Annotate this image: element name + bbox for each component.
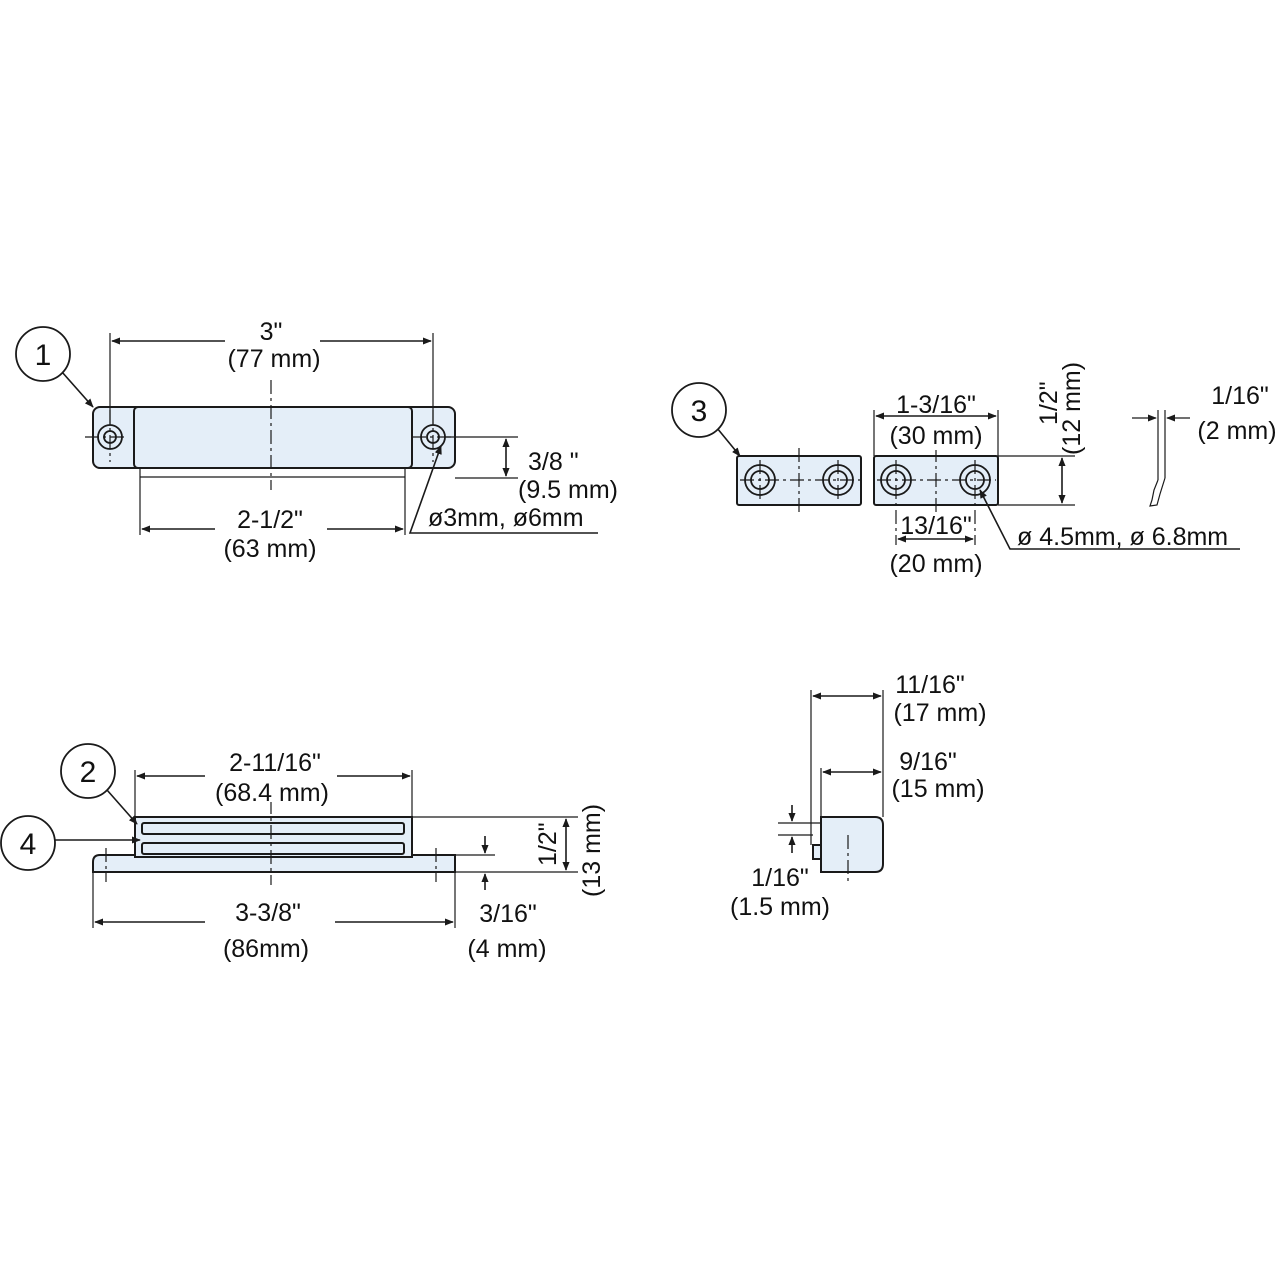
part-1-overall-mm: (77 mm)	[227, 345, 320, 373]
part-3-length-mm: (30 mm)	[889, 422, 982, 450]
callout-3-label: 3	[691, 395, 708, 428]
part-4-slot-top	[141, 822, 405, 835]
callouts: 1 3 2 4	[0, 326, 741, 871]
callout-1-label: 1	[35, 339, 52, 372]
part-2-top-length-mm: (68.4 mm)	[215, 779, 329, 807]
part-2-base-length-in: 3-3/8"	[235, 899, 301, 927]
side-body-mm: (15 mm)	[891, 775, 984, 803]
leader-part-1-hole	[408, 445, 598, 534]
part-3-thickness-mm: (2 mm)	[1197, 417, 1276, 445]
part-1-spacing-in: 2-1/2"	[237, 506, 303, 534]
side-lip-in: 1/16"	[751, 864, 809, 892]
part-1-hole-diameter: ø3mm, ø6mm	[428, 504, 584, 532]
part-1-body	[133, 406, 413, 469]
part-3-spacing-mm: (20 mm)	[889, 550, 982, 578]
callout-4-label: 4	[20, 828, 37, 861]
part-3-spacing-in: 13/16"	[900, 512, 971, 540]
callout-2	[60, 743, 116, 799]
part-3-height-in: 1/2"	[1035, 381, 1063, 425]
part-3-height-mm: (12 mm)	[1058, 362, 1086, 455]
side-depth-mm: (17 mm)	[893, 699, 986, 727]
side-view: 11/16" (17 mm) 9/16" (15 mm) 1/16" (1.5 …	[730, 671, 987, 921]
part-2-base	[92, 854, 456, 873]
part-3-length-in: 1-3/16"	[896, 391, 976, 419]
side-lip-mm: (1.5 mm)	[730, 893, 830, 921]
part-1-spacing-mm: (63 mm)	[223, 535, 316, 563]
part-1-overall-in: 3"	[260, 318, 283, 346]
callout-4	[0, 815, 56, 871]
callout-3	[671, 382, 727, 438]
part-4-slot-bottom	[141, 842, 405, 855]
leader-part-3-hole	[979, 489, 1240, 550]
side-body-in: 9/16"	[899, 748, 957, 776]
part-1-view: 3" (77 mm) 3/8 " (9.5 mm) 2-1/2" (63 mm)…	[85, 315, 618, 563]
part-2-height-mm: (13 mm)	[578, 804, 606, 897]
part-1-height-mm: (9.5 mm)	[518, 476, 618, 504]
part-3-thickness-in: 1/16"	[1211, 382, 1269, 410]
part-2-view: 2-11/16" (68.4 mm) 1/2" (13 mm) 3-3/8" (…	[92, 749, 606, 963]
part-3-view: 1-3/16" (30 mm) 1/2" (12 mm) 13/16" (20 …	[736, 362, 1277, 578]
part-1-height-in: 3/8 "	[528, 448, 579, 476]
part-2-base-length-mm: (86mm)	[223, 935, 309, 963]
side-depth-in: 11/16"	[895, 671, 965, 699]
part-2-flange-in: 3/16"	[479, 900, 537, 928]
part-2-height-in: 1/2"	[534, 822, 562, 866]
callout-1	[15, 326, 71, 382]
part-2-top-length-in: 2-11/16"	[229, 749, 321, 777]
side-view-tab	[812, 844, 822, 860]
part-3-hole-diameter: ø 4.5mm, ø 6.8mm	[1017, 523, 1228, 551]
side-view-body	[820, 816, 884, 873]
part-2-flange-mm: (4 mm)	[467, 935, 546, 963]
callout-2-label: 2	[80, 756, 97, 789]
